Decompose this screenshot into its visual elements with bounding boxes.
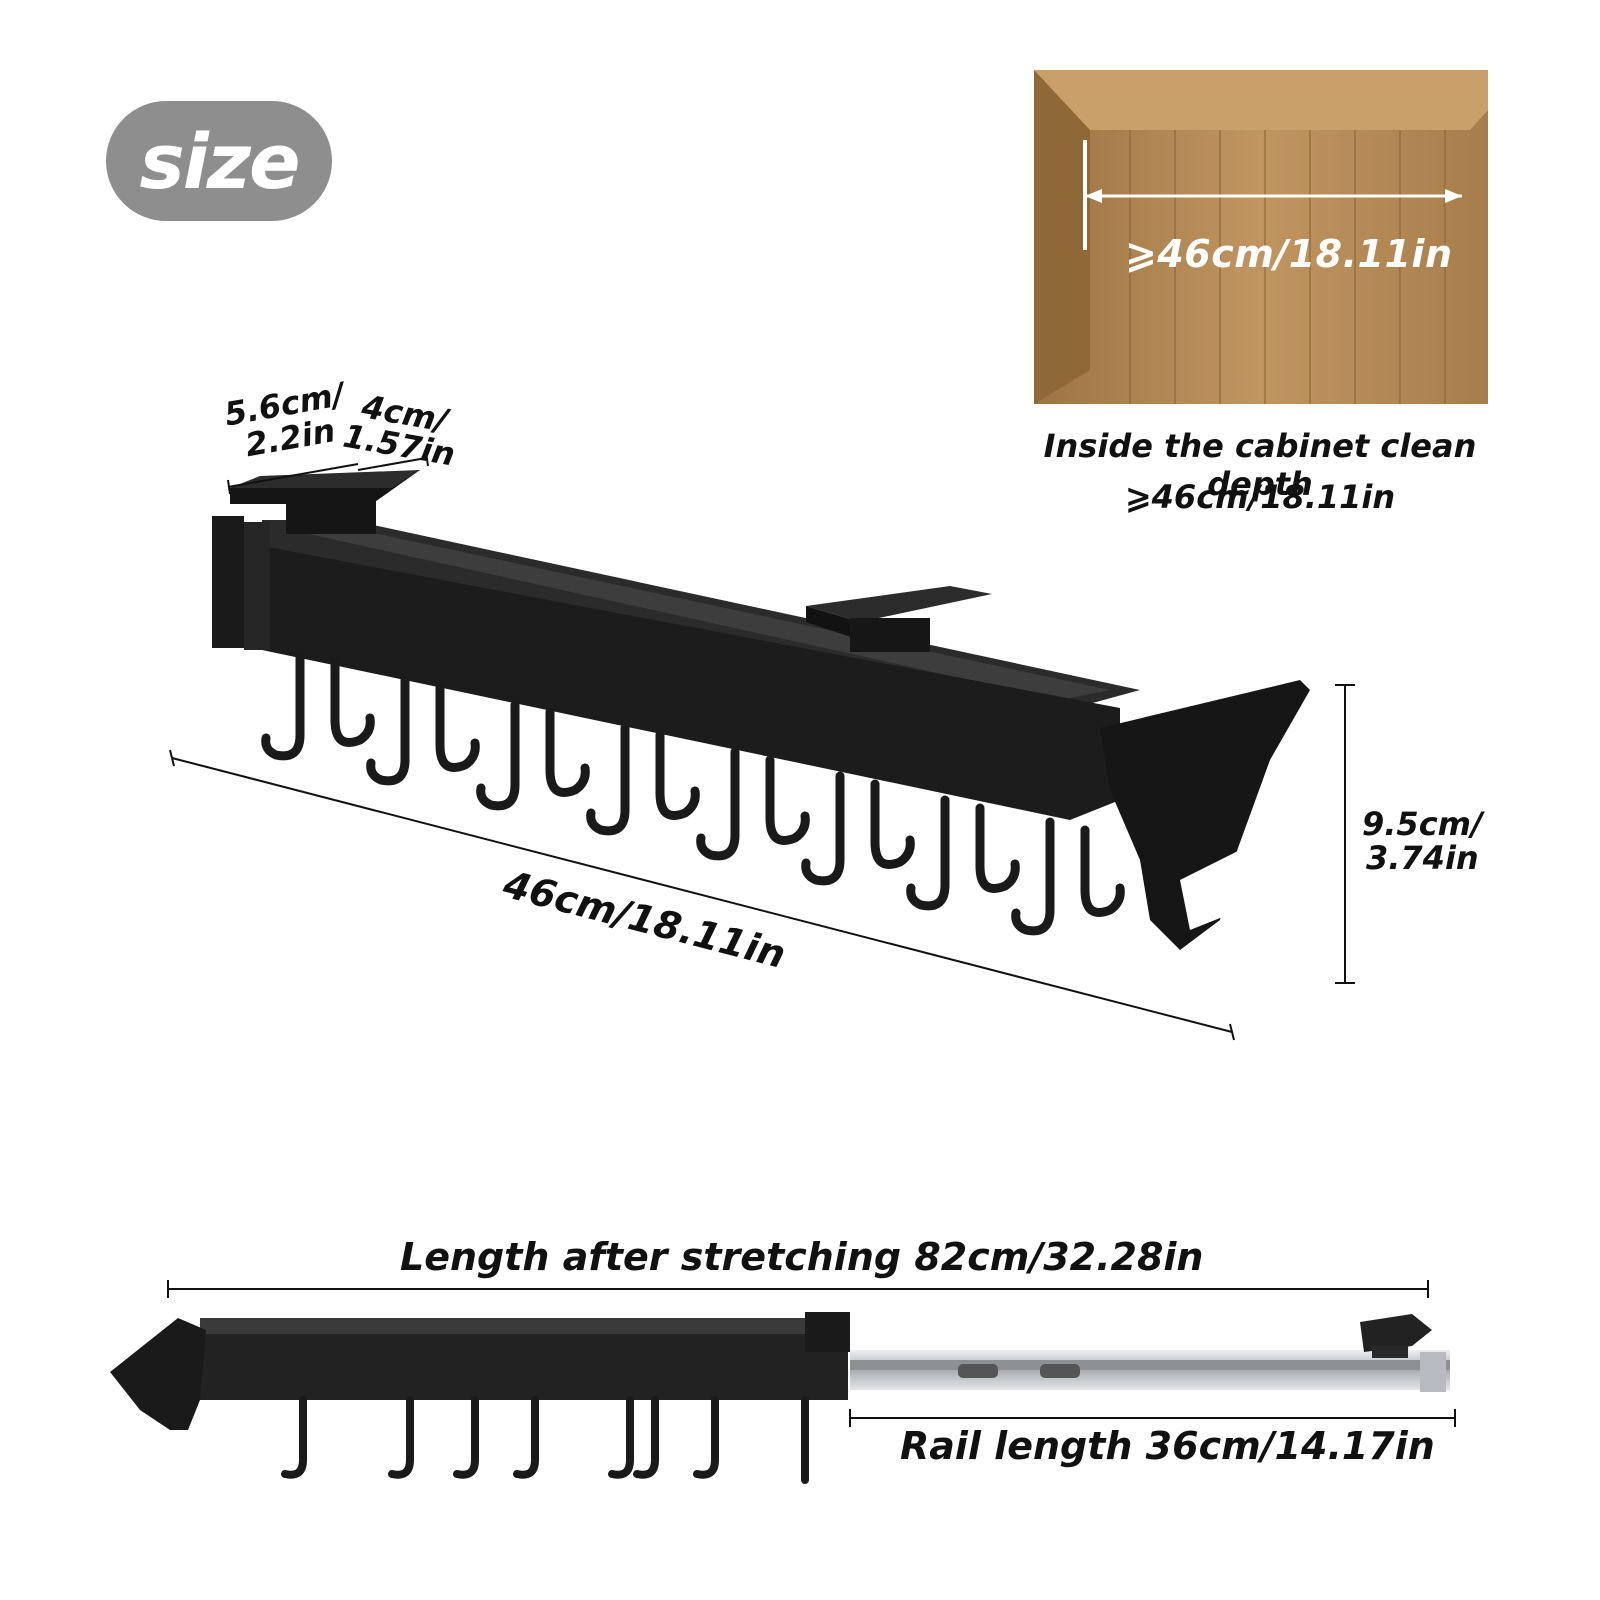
rack-height-line2: 3.74in [1365, 839, 1479, 877]
stretched-dimension-lines [167, 1280, 1456, 1427]
rack-height-label: 9.5cm/ 3.74in [1362, 807, 1483, 875]
stretched-rack [110, 1312, 1450, 1484]
rack-height-line1: 9.5cm/ [1362, 805, 1483, 843]
size-badge: size [106, 101, 332, 221]
cabinet-caption-line1: Inside the cabinet clean depth [1043, 427, 1477, 503]
rack-product [212, 470, 1310, 950]
cabinet-caption-line2: ⩾46cm/18.11in [1124, 478, 1396, 516]
stretched-length-label: Length after stretching 82cm/32.28in [400, 1235, 1204, 1279]
rack-dimension-lines [169, 451, 1355, 1041]
size-badge-text: size [139, 116, 300, 206]
rail-length-label: Rail length 36cm/14.17in [900, 1424, 1435, 1468]
cabinet-photo [1034, 70, 1488, 404]
cabinet-depth-label: ⩾46cm/18.11in [1125, 232, 1453, 276]
